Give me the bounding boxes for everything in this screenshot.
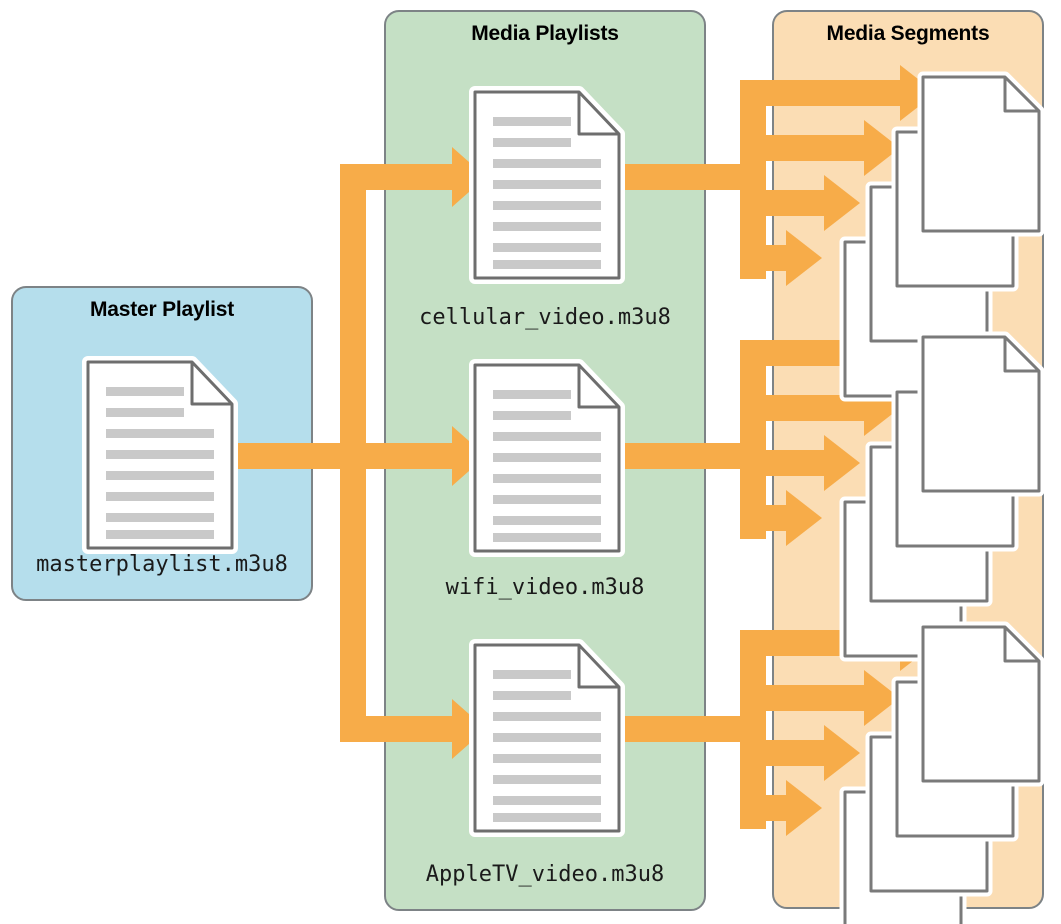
arrow-branch-wifi xyxy=(340,426,486,486)
arrow-head xyxy=(786,780,822,836)
arrow-branch-shaft xyxy=(340,164,456,190)
file-label-cellular-video: cellular_video.m3u8 xyxy=(419,305,671,330)
arrow-head xyxy=(786,230,822,286)
arrow-master-to-playlists xyxy=(232,147,486,759)
master-playlist-document xyxy=(82,356,238,554)
file-label-appletv-video: AppleTV_video.m3u8 xyxy=(425,862,665,887)
media-playlist-document-wifi xyxy=(469,359,625,557)
fan-stem xyxy=(615,443,743,469)
arrow-head xyxy=(824,175,860,231)
arrow-head xyxy=(824,435,860,491)
media-segment-doc xyxy=(917,621,1045,787)
media-playlist-document-cellular xyxy=(469,86,625,284)
arrow-branch-shaft xyxy=(340,443,456,469)
fan-branch-shaft xyxy=(740,685,874,711)
document-text-lines xyxy=(493,117,601,269)
panel-title-media-segments: Media Segments xyxy=(826,22,990,45)
media-segment-doc xyxy=(917,331,1045,497)
fan-stem xyxy=(615,716,743,742)
arrow-head xyxy=(824,725,860,781)
fan-branch-shaft xyxy=(740,450,834,476)
fan-stem xyxy=(615,164,743,190)
fan-branch-shaft xyxy=(740,740,834,766)
fan-branch-shaft xyxy=(740,135,874,161)
media-segments-cellular xyxy=(839,71,1045,402)
file-label-wifi-video: wifi_video.m3u8 xyxy=(445,575,645,600)
fan-branch-shaft xyxy=(740,190,834,216)
media-playlist-document-appletv xyxy=(469,639,625,837)
media-segments-appletv xyxy=(839,621,1045,924)
document-text-lines xyxy=(493,390,601,542)
panel-title-media-playlists: Media Playlists xyxy=(471,22,619,45)
arrow-trunk-stem xyxy=(232,443,347,469)
fan-branch-shaft xyxy=(740,80,910,106)
media-segments-wifi xyxy=(839,331,1045,662)
arrow-branch-shaft xyxy=(340,716,456,742)
document-text-lines xyxy=(106,387,214,539)
panel-title-master-playlist: Master Playlist xyxy=(89,298,235,321)
arrow-head xyxy=(864,670,900,726)
arrow-head xyxy=(864,120,900,176)
segment-fan-cellular xyxy=(615,65,936,286)
document-text-lines xyxy=(493,670,601,822)
arrow-head xyxy=(786,490,822,546)
media-segment-doc xyxy=(917,71,1045,237)
file-label-masterplaylist: masterplaylist.m3u8 xyxy=(36,552,288,577)
